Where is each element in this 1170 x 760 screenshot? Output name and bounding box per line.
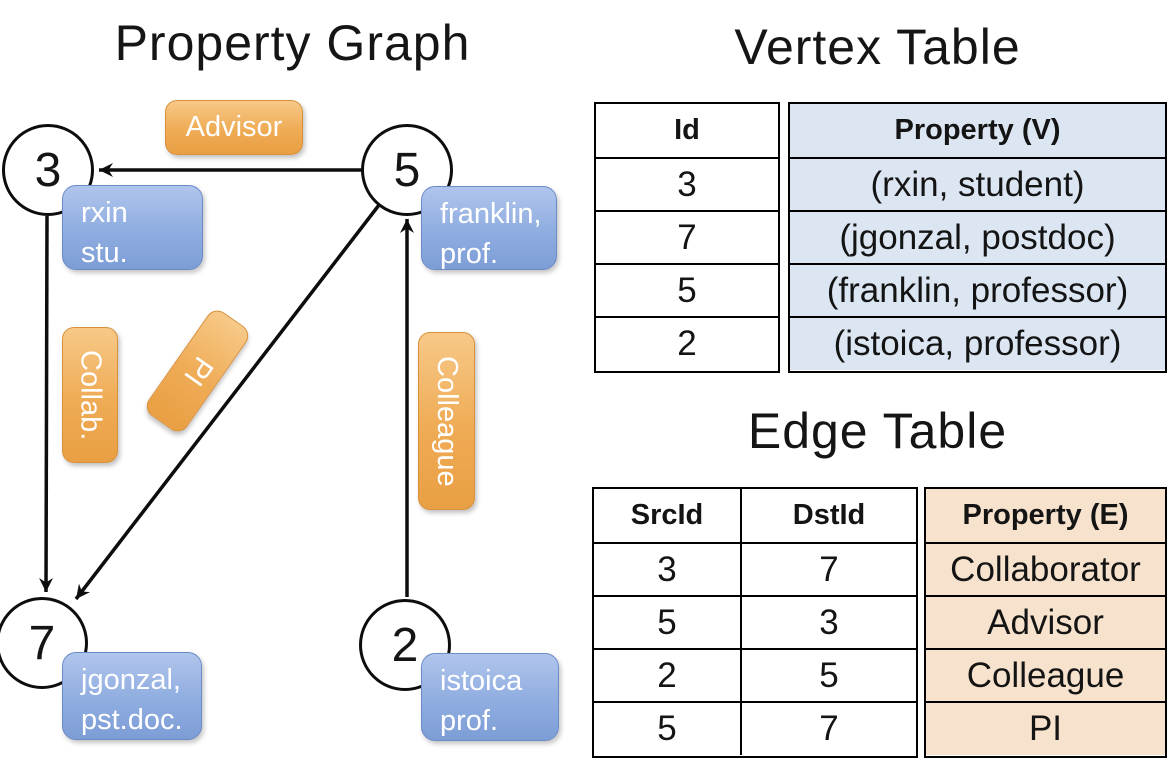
edge-label-colleague: Colleague xyxy=(418,332,475,510)
edge-table-id-columns: SrcId DstId 3 7 5 3 2 5 5 7 xyxy=(592,487,918,758)
node-5-id: 5 xyxy=(393,143,421,197)
edge-line-pi-5-7 xyxy=(74,203,381,601)
edge-dstid-cell: 5 xyxy=(819,655,839,695)
edge-table-property-column: Property (E) Collaborator Advisor Collea… xyxy=(924,487,1167,758)
node-property-line: stu. xyxy=(81,237,128,269)
vertex-property-header: Property (V) xyxy=(790,104,1165,157)
graph-node-5: 5 xyxy=(361,124,453,216)
edge-property-cell: Colleague xyxy=(926,650,1165,701)
node-property-box-franklin: franklin, prof. xyxy=(421,186,557,270)
edge-table-title: Edge Table xyxy=(747,403,1008,459)
vertex-id-cell: 3 xyxy=(677,164,697,204)
node-property-line: pst.doc. xyxy=(81,704,183,736)
node-property-box-istoica: istoica prof. xyxy=(421,653,559,741)
node-7-id: 7 xyxy=(28,616,56,670)
node-property-box-jgonzal: jgonzal, pst.doc. xyxy=(62,652,202,740)
node-property-box-rxin: rxin stu. xyxy=(62,185,203,270)
vertex-property-cell: (rxin, student) xyxy=(790,159,1165,210)
edge-dstid-cell: 7 xyxy=(819,549,839,589)
edge-srcid-header: SrcId xyxy=(594,489,742,542)
edge-property-cell: Advisor xyxy=(926,597,1165,648)
edge-property-header: Property (E) xyxy=(926,489,1165,542)
edge-dstid-cell: 7 xyxy=(819,709,839,748)
node-2-id: 2 xyxy=(391,618,419,672)
vertex-table-property-column: Property (V) (rxin, student) (jgonzal, p… xyxy=(788,102,1167,373)
vertex-id-cell: 5 xyxy=(677,270,697,310)
edge-property-cell: PI xyxy=(926,703,1165,755)
edge-srcid-cell: 3 xyxy=(594,544,742,595)
edge-property-cell: Collaborator xyxy=(926,544,1165,595)
edge-label-advisor: Advisor xyxy=(165,100,303,155)
vertex-id-header: Id xyxy=(674,114,700,146)
vertex-id-cell: 2 xyxy=(677,324,697,363)
node-property-line: prof. xyxy=(440,238,499,270)
vertex-property-cell: (franklin, professor) xyxy=(790,265,1165,316)
edge-label-collab: Collab. xyxy=(62,327,118,463)
vertex-property-cell: (jgonzal, postdoc) xyxy=(790,212,1165,263)
edge-srcid-cell: 5 xyxy=(594,703,742,755)
node-3-id: 3 xyxy=(34,143,62,197)
node-property-line: franklin, xyxy=(440,198,542,230)
node-property-line: istoica xyxy=(440,665,523,697)
edge-srcid-cell: 2 xyxy=(594,650,742,701)
edge-line-collab-3-7 xyxy=(39,215,54,593)
property-graph-title: Property Graph xyxy=(114,15,471,71)
node-property-line: jgonzal, xyxy=(81,664,181,696)
vertex-table-id-column: Id 3 7 5 2 xyxy=(594,102,780,373)
node-property-line: prof. xyxy=(440,705,499,737)
edge-dstid-header: DstId xyxy=(792,499,866,531)
edge-dstid-cell: 3 xyxy=(819,602,839,642)
vertex-id-cell: 7 xyxy=(677,217,697,257)
node-property-line: rxin xyxy=(81,197,128,229)
edge-srcid-cell: 5 xyxy=(594,597,742,648)
vertex-property-cell: (istoica, professor) xyxy=(790,318,1165,370)
graph-edges xyxy=(39,163,414,601)
vertex-table-title: Vertex Table xyxy=(734,19,1021,75)
